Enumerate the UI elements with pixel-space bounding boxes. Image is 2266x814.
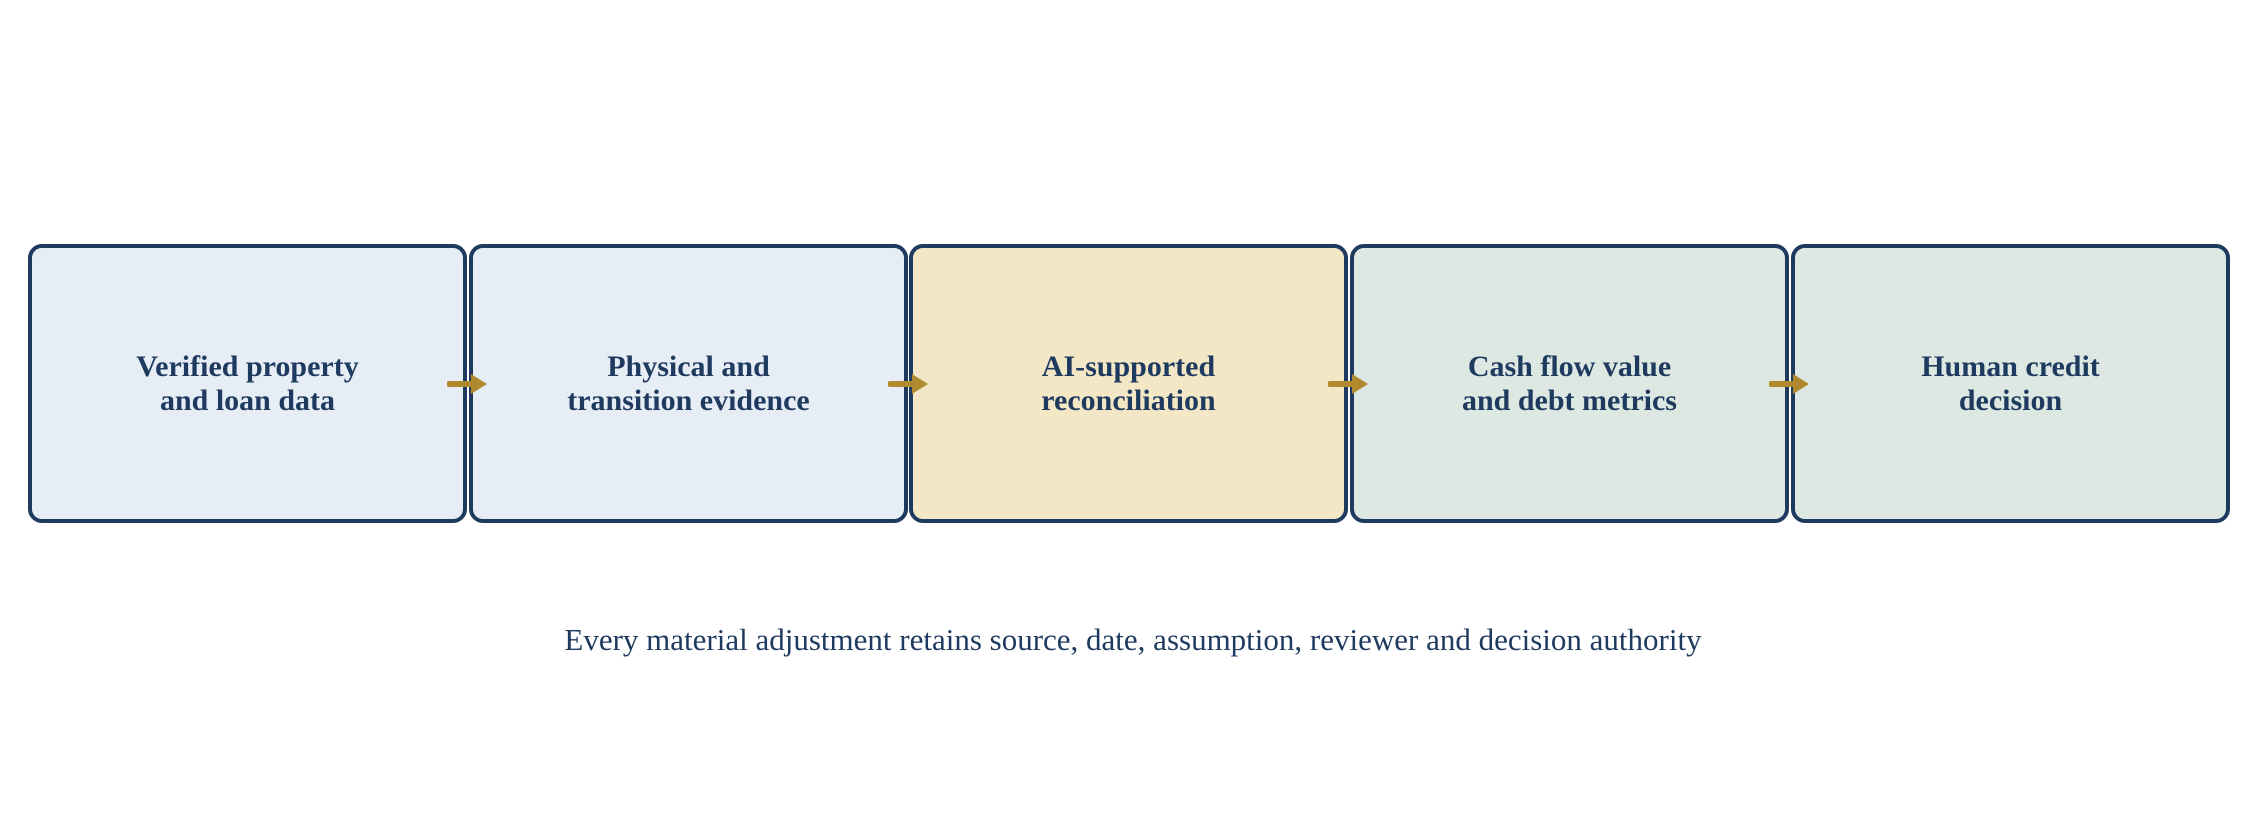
arrow-right-icon [1769,374,1809,394]
step-physical-transition-evidence: Physical and transition evidence [469,244,908,523]
step-label: Physical and transition evidence [567,349,810,417]
arrow-right-icon [1328,374,1368,394]
step-label: Verified property and loan data [136,349,359,417]
step-verified-property-loan-data: Verified property and loan data [28,244,467,523]
step-ai-supported-reconciliation: AI-supported reconciliation [909,244,1348,523]
step-label: Cash flow value and debt metrics [1462,349,1677,417]
arrow-right-icon [447,374,487,394]
step-human-credit-decision: Human credit decision [1791,244,2230,523]
step-cash-flow-value-debt-metrics: Cash flow value and debt metrics [1350,244,1789,523]
step-label: AI-supported reconciliation [1041,349,1216,417]
step-label: Human credit decision [1921,349,2100,417]
arrow-right-icon [888,374,928,394]
footnote: Every material adjustment retains source… [564,622,1702,657]
